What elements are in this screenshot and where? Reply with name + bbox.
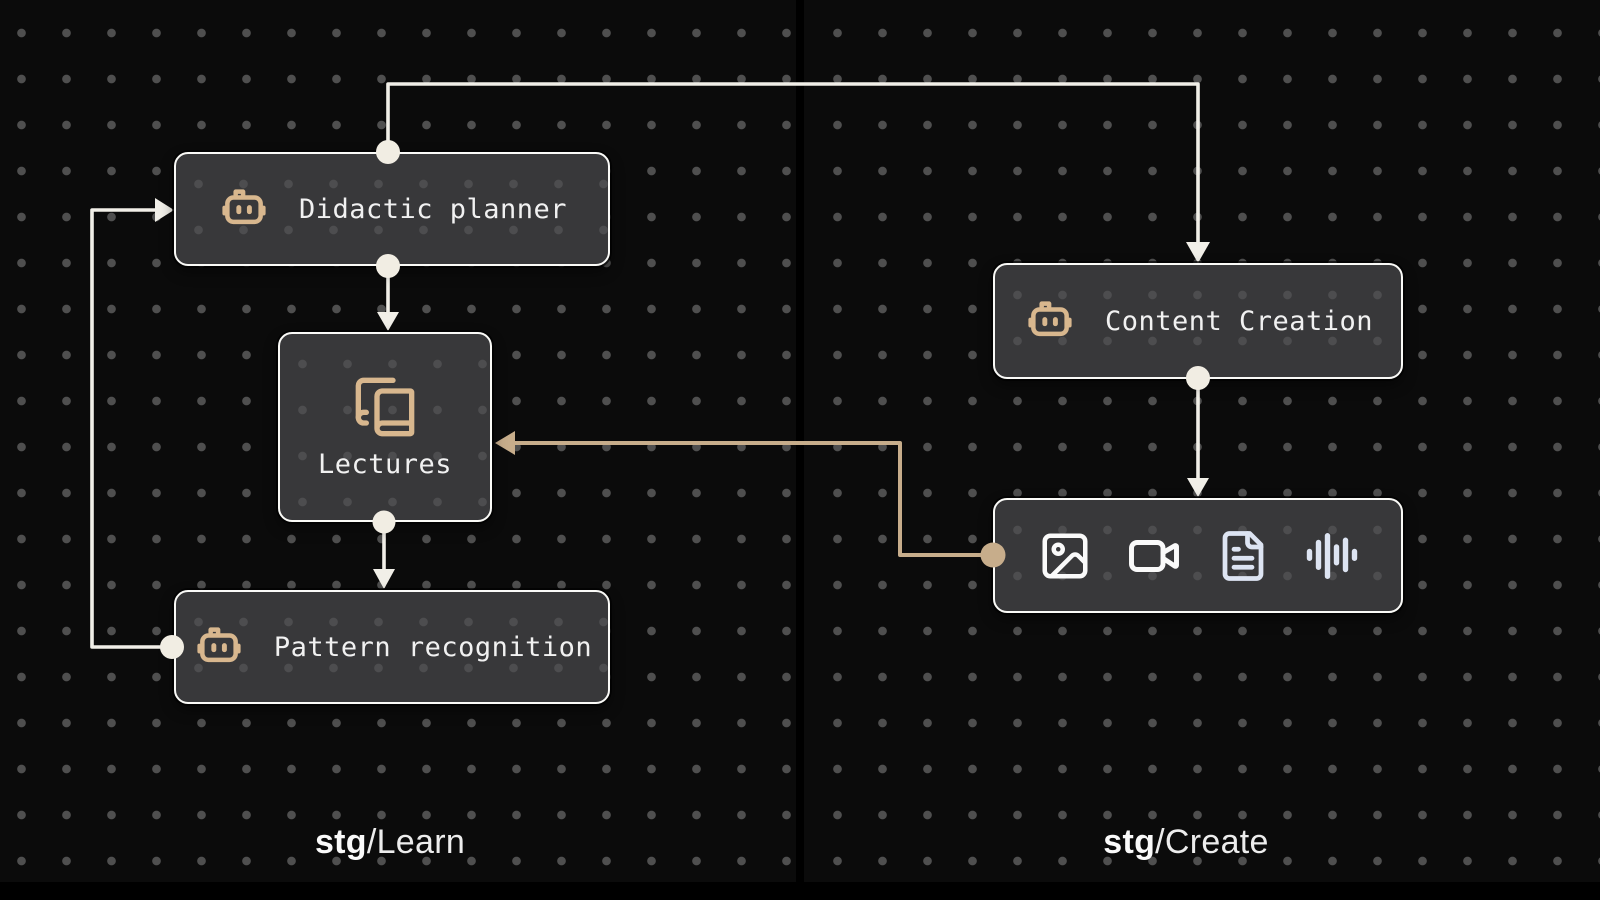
arrowhead-into-lectures-right (495, 431, 515, 455)
robot-icon (192, 620, 246, 674)
node-media-outputs[interactable] (993, 498, 1403, 613)
stage-label-name: /Learn (366, 823, 466, 861)
edge-pattern-to-didactic (90, 208, 172, 649)
arrowhead-into-lectures-top (377, 312, 399, 331)
book-copy-icon (353, 375, 417, 439)
arrowhead-into-media (1187, 478, 1209, 497)
node-lectures[interactable]: Lectures (278, 332, 492, 522)
arrowhead-into-didactic (155, 198, 174, 222)
node-label: Pattern recognition (273, 631, 593, 663)
video-icon (1127, 529, 1181, 583)
image-icon (1038, 529, 1092, 583)
stage-create-background (803, 0, 1600, 882)
arrowhead-into-content (1186, 242, 1210, 263)
media-icon-row (1038, 529, 1359, 583)
node-label: Content Creation (1104, 305, 1374, 337)
edge-didactic-to-content (386, 82, 1200, 244)
stage-label-prefix: stg (314, 823, 367, 861)
file-text-icon (1216, 529, 1270, 583)
node-pattern-recognition[interactable]: Pattern recognition (174, 590, 610, 704)
robot-icon (217, 182, 271, 236)
edge-media-to-lectures (514, 441, 993, 557)
node-didactic-planner[interactable]: Didactic planner (174, 152, 610, 266)
audio-waveform-icon (1305, 529, 1359, 583)
stage-label-prefix: stg (1103, 823, 1156, 861)
robot-icon (1023, 294, 1077, 348)
stage-label-name: /Create (1155, 823, 1269, 861)
arrowhead-into-pattern (373, 569, 395, 589)
node-label: Didactic planner (298, 193, 568, 225)
stage-label-learn: stg/Learn (180, 820, 600, 864)
node-label: Lectures (317, 448, 453, 480)
node-content-creation[interactable]: Content Creation (993, 263, 1403, 379)
stage-label-create: stg/Create (976, 820, 1396, 864)
